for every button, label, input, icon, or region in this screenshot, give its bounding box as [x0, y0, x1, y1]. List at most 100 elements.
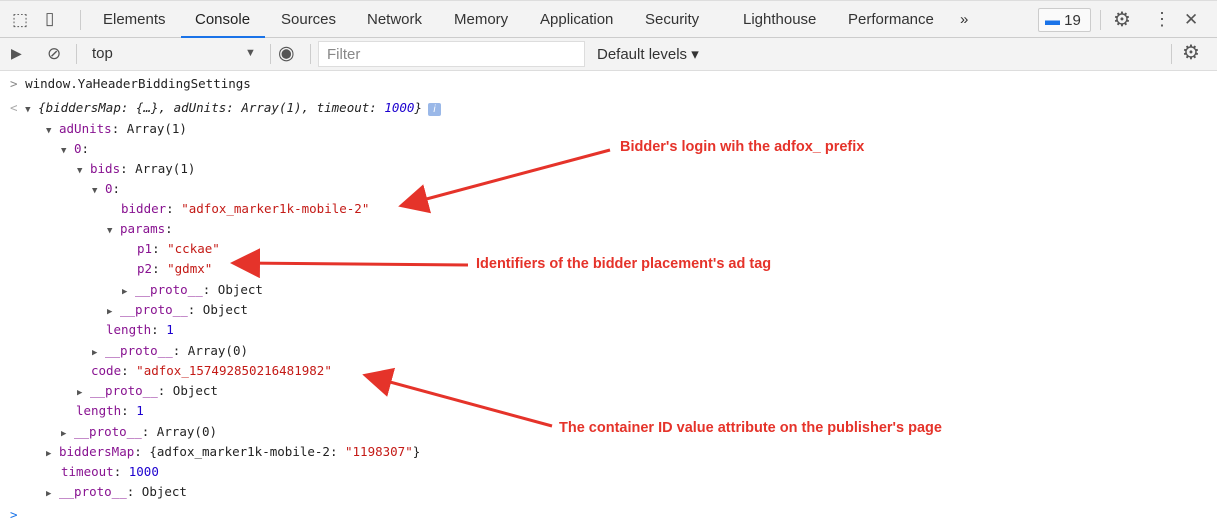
message-count: 19 — [1064, 12, 1081, 29]
key: timeout — [61, 464, 114, 479]
result-summary[interactable]: < ▼{biddersMap: {…}, adUnits: Array(1), … — [10, 99, 441, 117]
value: 1000 — [384, 100, 415, 115]
collapsed-triangle-icon[interactable]: ▶ — [46, 489, 52, 499]
prompt-icon: > — [10, 76, 26, 91]
value: Array(1) — [135, 161, 196, 176]
divider — [1171, 44, 1172, 64]
annotation-params: Identifiers of the bidder placement's ad… — [476, 256, 772, 272]
console-settings-gear-icon[interactable]: ⚙ — [1182, 42, 1200, 64]
value: "gdmx" — [167, 261, 213, 276]
value: 1000 — [128, 464, 159, 479]
filter-input[interactable]: Filter — [318, 41, 585, 67]
tree-row[interactable]: ▶__proto__: Object — [122, 281, 263, 299]
collapsed-triangle-icon[interactable]: ▶ — [92, 348, 98, 358]
expanded-triangle-icon[interactable]: ▼ — [25, 105, 31, 115]
expanded-triangle-icon[interactable]: ▼ — [107, 226, 113, 236]
tree-row: p2: "gdmx" — [137, 261, 213, 276]
eye-icon[interactable]: ◉ — [278, 43, 295, 64]
tree-row: p1: "cckae" — [137, 241, 220, 256]
brace: { — [38, 100, 46, 115]
divider — [270, 44, 271, 64]
value: Array(0) — [156, 424, 218, 439]
expanded-triangle-icon[interactable]: ▼ — [46, 126, 52, 136]
brace: } — [414, 100, 422, 115]
more-tabs-button[interactable]: » — [960, 11, 969, 28]
messages-badge[interactable]: ▬ 19 — [1038, 8, 1091, 32]
key: adUnits — [173, 100, 227, 115]
key: 0 — [105, 181, 113, 196]
key: timeout — [316, 100, 370, 115]
devtools-tabbar: ⬚ ▯ Elements Console Sources Network Mem… — [0, 0, 1217, 38]
value: {adfox_marker1k-mobile-2: — [149, 444, 345, 459]
close-icon[interactable]: ✕ — [1184, 10, 1199, 29]
tree-row[interactable]: ▼bids: Array(1) — [77, 160, 195, 178]
collapsed-triangle-icon[interactable]: ▶ — [122, 287, 128, 297]
key: biddersMap — [59, 444, 135, 459]
key: length — [76, 403, 122, 418]
value: "adfox_marker1k-mobile-2" — [181, 201, 370, 216]
value: Array(1) — [126, 121, 187, 136]
expanded-triangle-icon[interactable]: ▼ — [77, 166, 83, 176]
sidebar-toggle-icon[interactable]: ▶ — [11, 45, 22, 61]
tree-row[interactable]: ▶__proto__: Object — [46, 483, 187, 501]
log-levels-dropdown[interactable]: Default levels ▾ — [597, 46, 699, 63]
tab-memory[interactable]: Memory — [454, 11, 509, 28]
tree-row[interactable]: ▶__proto__: Object — [107, 301, 248, 319]
tree-row: timeout: 1000 — [61, 464, 159, 479]
settings-gear-icon[interactable]: ⚙ — [1113, 9, 1131, 31]
tab-sources[interactable]: Sources — [281, 11, 337, 28]
annotation-bidder: Bidder's login wih the adfox_ prefix — [620, 139, 865, 155]
tree-row[interactable]: ▼adUnits: Array(1) — [46, 120, 187, 138]
divider — [310, 44, 311, 64]
command-text: window.YaHeaderBiddingSettings — [25, 76, 251, 91]
tree-row[interactable]: ▶__proto__: Object — [77, 382, 218, 400]
tab-security[interactable]: Security — [645, 11, 700, 28]
tab-console[interactable]: Console — [195, 11, 251, 28]
message-icon: ▬ — [1045, 12, 1065, 29]
tree-row[interactable]: ▶__proto__: Array(0) — [92, 342, 248, 360]
tab-elements[interactable]: Elements — [103, 11, 166, 28]
key: code — [91, 363, 122, 378]
console-output: > window.YaHeaderBiddingSettings < ▼ { bid… — [0, 72, 1217, 523]
tree-row[interactable]: ▶__proto__: Array(0) — [61, 423, 217, 441]
key: __proto__ — [59, 484, 127, 499]
tab-lighthouse[interactable]: Lighthouse — [743, 11, 817, 28]
active-tab-indicator — [181, 36, 265, 38]
inspect-element-icon[interactable]: ⬚ — [12, 10, 29, 29]
context-select[interactable]: top — [92, 45, 113, 62]
tab-application[interactable]: Application — [540, 11, 614, 28]
value: {…} — [135, 100, 159, 115]
expanded-triangle-icon[interactable]: ▼ — [61, 146, 67, 156]
collapsed-triangle-icon[interactable]: ▶ — [61, 429, 67, 439]
tab-network[interactable]: Network — [367, 11, 423, 28]
device-toolbar-icon[interactable]: ▯ — [45, 9, 55, 28]
console-prompt[interactable]: > — [10, 507, 18, 522]
key: __proto__ — [74, 424, 142, 439]
value: "adfox_157492850216481982" — [136, 363, 332, 378]
value: "1198307" — [345, 444, 413, 459]
result-arrow-icon: < — [10, 100, 26, 115]
divider — [76, 44, 77, 64]
more-options-icon[interactable]: ⋮ — [1153, 9, 1171, 29]
key: length — [106, 322, 152, 337]
tree-row[interactable]: ▼0: — [61, 140, 89, 158]
collapsed-triangle-icon[interactable]: ▶ — [77, 388, 83, 398]
key: __proto__ — [105, 343, 173, 358]
tree-row[interactable]: ▼0: — [92, 180, 120, 198]
tab-performance[interactable]: Performance — [848, 11, 934, 28]
brace: } — [412, 444, 421, 459]
value: "cckae" — [167, 241, 220, 256]
key: __proto__ — [135, 282, 203, 297]
collapsed-triangle-icon[interactable]: ▶ — [46, 449, 52, 459]
value: Object — [172, 383, 218, 398]
collapsed-triangle-icon[interactable]: ▶ — [107, 307, 113, 317]
key: __proto__ — [120, 302, 188, 317]
clear-console-icon[interactable]: ⊘ — [47, 44, 62, 63]
tree-row[interactable]: ▼params: — [107, 220, 173, 238]
chevron-down-icon[interactable]: ▼ — [245, 47, 256, 59]
tree-row: length: 1 — [106, 322, 174, 337]
key: p1 — [137, 241, 153, 256]
tree-row[interactable]: ▶biddersMap: {adfox_marker1k-mobile-2: "… — [46, 443, 420, 461]
info-icon[interactable]: i — [427, 103, 441, 116]
expanded-triangle-icon[interactable]: ▼ — [92, 186, 98, 196]
